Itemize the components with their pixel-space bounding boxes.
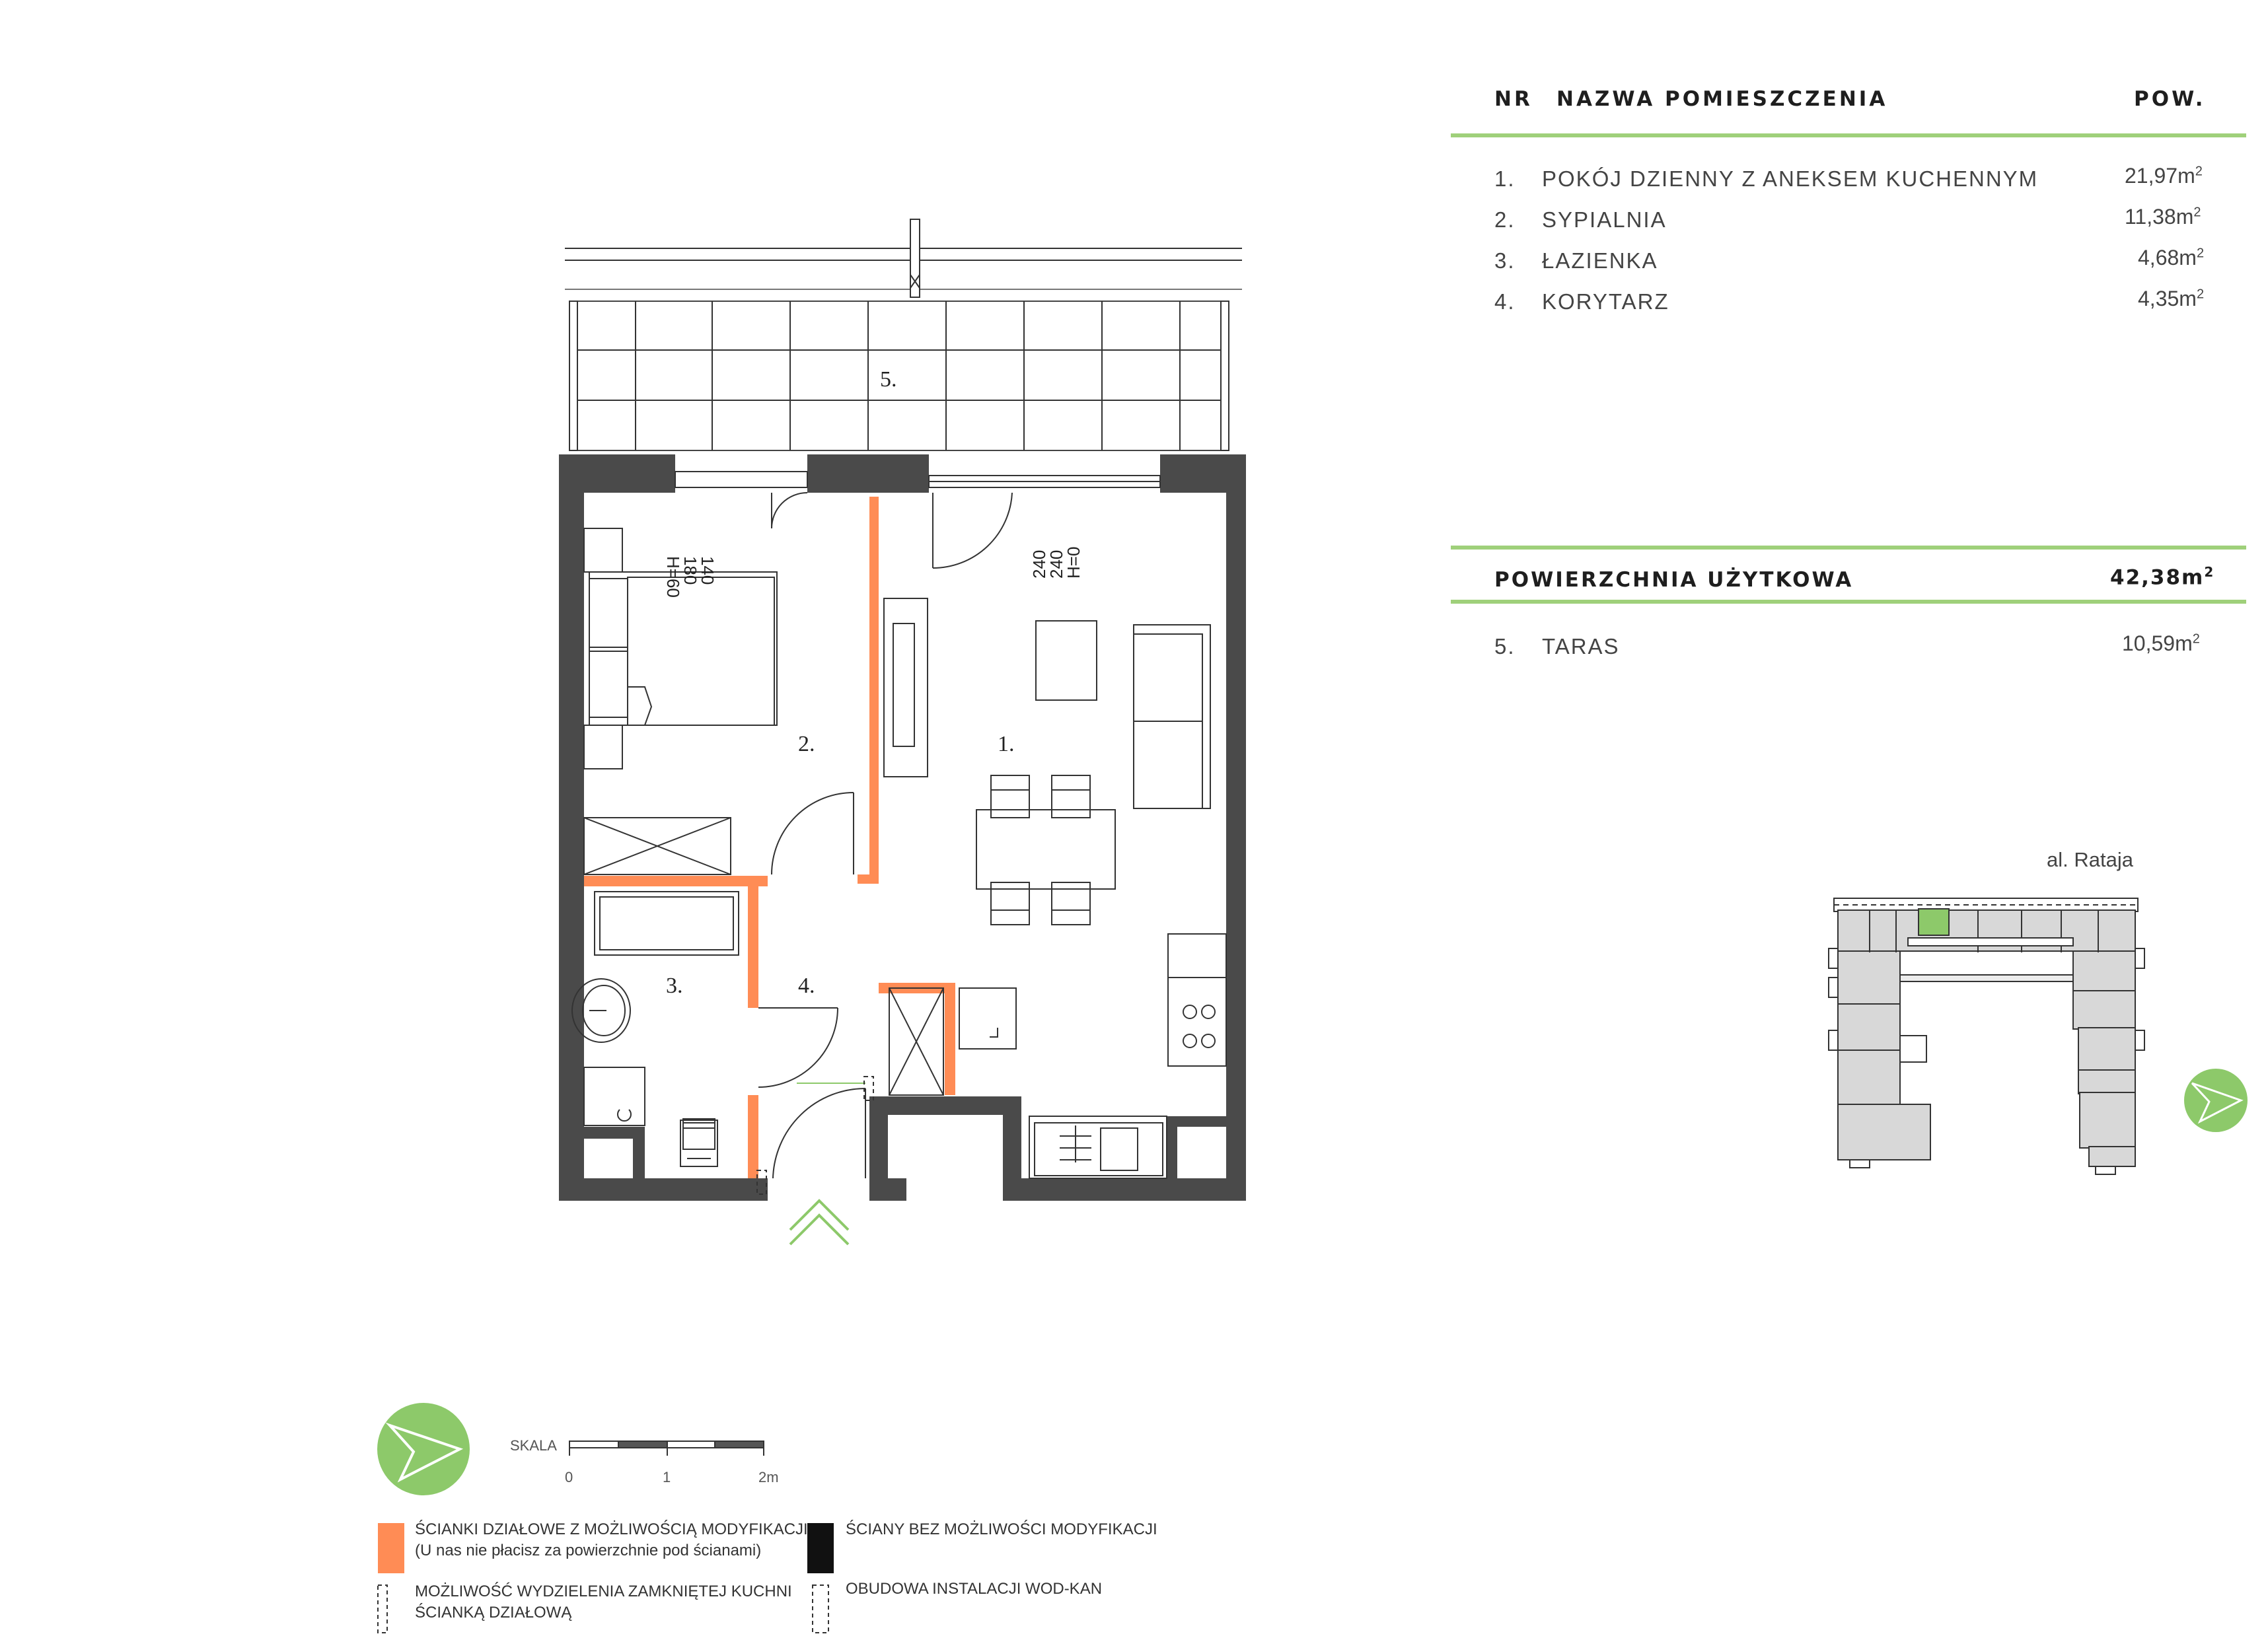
room-row-area: 4,35m2 (2138, 287, 2205, 310)
compass-arrow-icon (377, 1403, 470, 1495)
terrace-row-area: 10,59m2 (2122, 631, 2200, 655)
room-row-nr: 3. (1494, 248, 1516, 273)
room-row-name: POKÓJ DZIENNY Z ANEKSEM KUCHENNYM (1542, 166, 2039, 191)
room-label-bathroom: 3. (666, 974, 683, 998)
table-divider (1451, 133, 2246, 137)
scale-bar (569, 1441, 764, 1456)
legend-swatches (377, 1523, 834, 1633)
scale-tick: 2m (758, 1469, 779, 1485)
room-row-name: ŁAZIENKA (1542, 248, 1658, 273)
room-row-area: 11,38m2 (2125, 205, 2201, 229)
installation-shafts (756, 1076, 874, 1195)
room-row-name: KORYTARZ (1542, 289, 1669, 314)
total-divider-bottom (1451, 600, 2246, 604)
total-area-value: 42,38m2 (2110, 564, 2215, 590)
scale-label: SKALA (510, 1437, 557, 1454)
table-header-name: NAZWA POMIESZCZENIA (1556, 87, 1888, 111)
building-locator-map (1828, 898, 2145, 1175)
legend-movable-walls: ŚCIANKI DZIAŁOWE Z MOŻLIWOŚCIĄ MODYFIKAC… (415, 1520, 808, 1559)
scale-tick: 1 (663, 1469, 671, 1485)
terrace-row-nr: 5. (1494, 634, 1516, 659)
entrance-chevron-icon (789, 1199, 850, 1246)
room-row-nr: 1. (1494, 166, 1516, 191)
total-area-label: POWIERZCHNIA UŻYTKOWA (1494, 568, 1854, 592)
furniture (571, 528, 1227, 1179)
windows (675, 471, 1161, 488)
legend-kitchen-option: MOŻLIWOŚĆ WYDZIELENIA ZAMKNIĘTEJ KUCHNI … (415, 1583, 792, 1621)
legend-installations: OBUDOWA INSTALACJI WOD-KAN (846, 1580, 1103, 1598)
total-divider-top (1451, 546, 2246, 550)
terrace-row-name: TARAS (1542, 634, 1620, 659)
terrace (565, 219, 1242, 451)
room-row-name: SYPIALNIA (1542, 207, 1667, 232)
room-row-area: 21,97m2 (2125, 164, 2203, 188)
window-dimensions-bedroom: 140 180 H=60 (663, 556, 717, 598)
room-row-nr: 4. (1494, 289, 1516, 314)
room-label-bedroom: 2. (798, 732, 815, 756)
room-label-terrace: 5. (880, 367, 897, 392)
window-dimensions-living: 240 240 H=0 (1029, 546, 1083, 579)
room-label-corridor: 4. (798, 974, 815, 998)
doors (758, 492, 1013, 1179)
room-label-living: 1. (998, 732, 1015, 756)
movable-walls (584, 497, 955, 1178)
table-header-area: POW. (2134, 87, 2206, 111)
exterior-walls (559, 454, 1246, 1201)
compass-arrow-icon (2184, 1069, 2248, 1132)
scale-tick: 0 (565, 1469, 573, 1485)
legend-fixed-walls: ŚCIANY BEZ MOŻLIWOŚCI MODYFIKACJI (846, 1520, 1157, 1538)
room-row-area: 4,68m2 (2138, 246, 2205, 269)
street-label: al. Rataja (2047, 848, 2133, 871)
room-row-nr: 2. (1494, 207, 1516, 232)
table-header-nr: NR (1494, 87, 1533, 111)
